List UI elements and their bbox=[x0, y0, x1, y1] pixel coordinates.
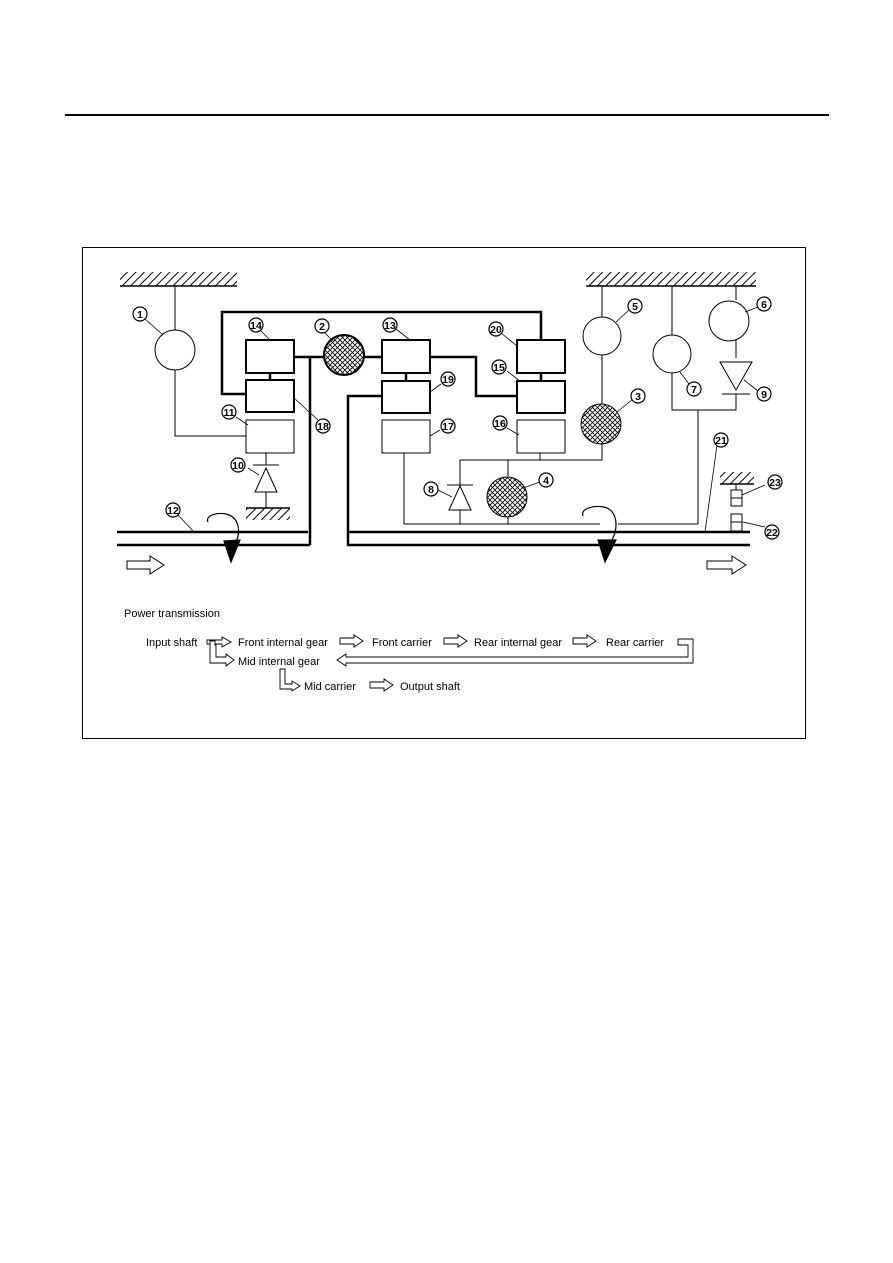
thick-links bbox=[117, 310, 750, 547]
clutches bbox=[154, 300, 750, 374]
flow-output-shaft: Output shaft bbox=[400, 681, 460, 693]
label-17: 17 bbox=[440, 418, 456, 434]
svg-text:20: 20 bbox=[490, 324, 502, 336]
label-8: 8 bbox=[423, 481, 439, 497]
flow-mid-internal-gear: Mid internal gear bbox=[238, 656, 320, 668]
header-rule bbox=[65, 114, 829, 116]
svg-text:18: 18 bbox=[317, 421, 329, 433]
power-title: Power transmission bbox=[124, 608, 220, 620]
svg-text:19: 19 bbox=[442, 374, 454, 386]
svg-text:10: 10 bbox=[232, 460, 244, 472]
label-2: 2 bbox=[314, 318, 330, 334]
label-16: 16 bbox=[492, 415, 508, 431]
flow-input-shaft: Input shaft bbox=[146, 637, 197, 649]
flow-rear-carrier: Rear carrier bbox=[606, 637, 664, 649]
flow-front-internal-gear: Front internal gear bbox=[238, 637, 328, 649]
thin-links bbox=[174, 286, 737, 525]
number-labels: 1 2 3 4 5 6 7 8 9 10 11 12 13 14 15 16 1… bbox=[132, 296, 783, 540]
svg-text:17: 17 bbox=[442, 421, 454, 433]
label-4: 4 bbox=[538, 472, 554, 488]
svg-text:7: 7 bbox=[691, 384, 697, 396]
one-way-clutches bbox=[253, 361, 753, 511]
svg-text:12: 12 bbox=[167, 505, 179, 517]
svg-text:16: 16 bbox=[494, 418, 506, 430]
label-15: 15 bbox=[491, 359, 507, 375]
label-11: 11 bbox=[221, 404, 237, 420]
svg-text:3: 3 bbox=[635, 391, 641, 403]
label-22: 22 bbox=[764, 524, 780, 540]
label-14: 14 bbox=[248, 317, 264, 333]
label-6: 6 bbox=[756, 296, 772, 312]
svg-text:4: 4 bbox=[543, 475, 549, 487]
label-21: 21 bbox=[713, 432, 729, 448]
svg-text:21: 21 bbox=[715, 435, 727, 447]
flow-arrows bbox=[126, 555, 747, 575]
parking-pads bbox=[730, 489, 743, 532]
label-19: 19 bbox=[440, 371, 456, 387]
svg-text:23: 23 bbox=[769, 477, 781, 489]
svg-text:14: 14 bbox=[250, 320, 262, 332]
svg-text:13: 13 bbox=[384, 320, 396, 332]
flow-front-carrier: Front carrier bbox=[372, 637, 432, 649]
diagram-frame bbox=[82, 247, 806, 739]
label-18: 18 bbox=[315, 418, 331, 434]
label-10: 10 bbox=[230, 457, 246, 473]
label-9: 9 bbox=[756, 386, 772, 402]
label-5: 5 bbox=[627, 298, 643, 314]
flow-mid-carrier: Mid carrier bbox=[304, 681, 356, 693]
svg-text:22: 22 bbox=[766, 527, 778, 539]
boxes bbox=[245, 339, 566, 454]
svg-text:1: 1 bbox=[137, 309, 143, 321]
label-7: 7 bbox=[686, 381, 702, 397]
meshed-clutches bbox=[323, 334, 622, 518]
svg-text:6: 6 bbox=[761, 299, 767, 311]
svg-text:11: 11 bbox=[223, 407, 234, 419]
rotation-arrows bbox=[206, 505, 617, 564]
svg-text:2: 2 bbox=[319, 321, 325, 333]
power-transmission: Power transmission Input shaft Front int… bbox=[124, 608, 694, 693]
svg-text:5: 5 bbox=[632, 301, 638, 313]
label-23: 23 bbox=[767, 474, 783, 490]
svg-text:15: 15 bbox=[493, 362, 505, 374]
label-20: 20 bbox=[488, 321, 504, 337]
label-1: 1 bbox=[132, 306, 148, 322]
ground-hatch bbox=[120, 272, 756, 520]
leader-lines bbox=[144, 306, 766, 533]
label-12: 12 bbox=[165, 502, 181, 518]
svg-text:9: 9 bbox=[761, 389, 767, 401]
flow-small-arrows bbox=[206, 634, 694, 692]
label-3: 3 bbox=[630, 388, 646, 404]
svg-text:8: 8 bbox=[428, 484, 434, 496]
flow-rear-internal-gear: Rear internal gear bbox=[474, 637, 562, 649]
label-13: 13 bbox=[382, 317, 398, 333]
